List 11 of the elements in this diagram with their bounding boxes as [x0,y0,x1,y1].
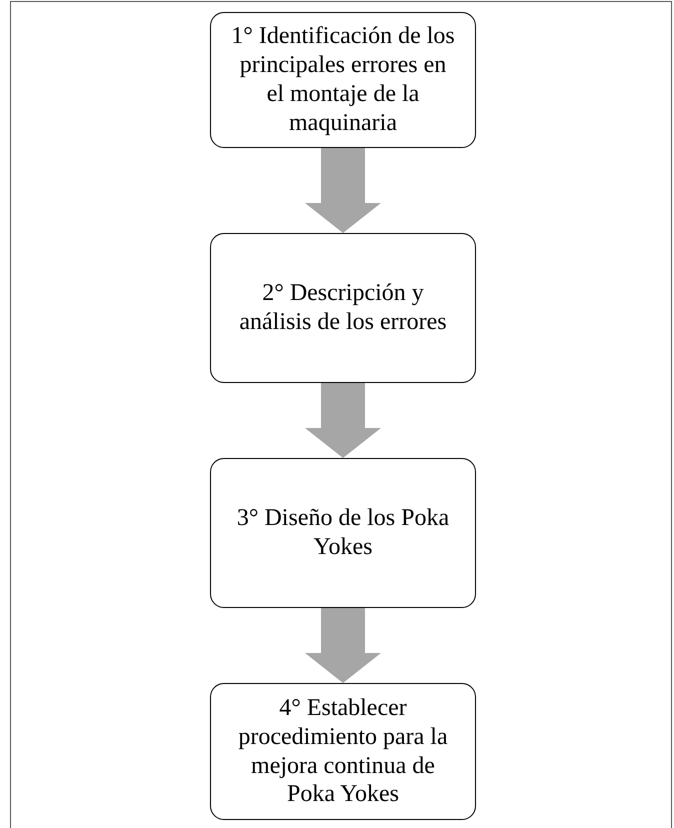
process-box [210,683,476,820]
process-box [210,12,476,148]
arrow [305,148,381,233]
process-box [210,233,476,383]
arrow [305,608,381,683]
step-text: 4° Establecer procedimiento para la mejora continua de Poka Yokes [237,694,449,810]
process-box [210,458,476,608]
arrow [305,383,381,458]
step-text: 3° Diseño de los Poka Yokes [236,504,450,562]
step-text: 2° Descripción y análisis de los errores [238,279,448,337]
step-text: 1° Identificación de los principales errores en el montaje de la maquinaria [231,22,455,138]
